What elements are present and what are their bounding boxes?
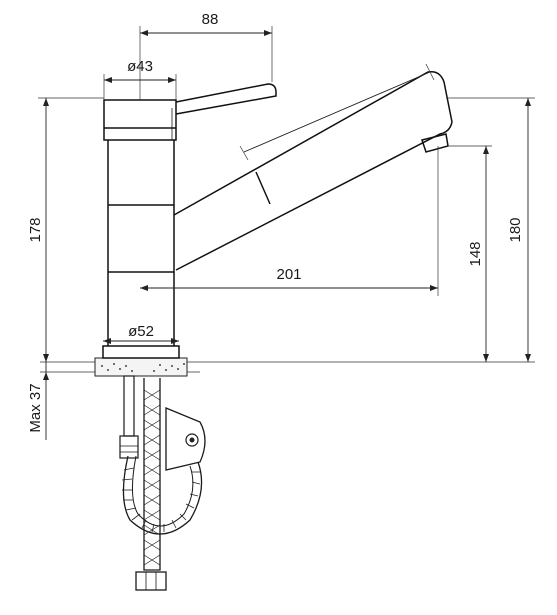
dim-label-180: 180 <box>507 217 524 242</box>
dim-label-d52: ø52 <box>128 323 154 340</box>
dim-label-201: 201 <box>276 266 301 283</box>
dim-label-max37: Max 37 <box>27 383 44 432</box>
dim-label-d43: ø43 <box>127 58 153 75</box>
countertop <box>40 357 535 377</box>
dim-label-88: 88 <box>202 11 219 28</box>
dim-label-148: 148 <box>467 241 484 266</box>
mounting-bracket <box>165 407 206 471</box>
dim-base-diameter: ø52 <box>103 323 179 344</box>
dim-overall-height: 180 <box>446 97 535 362</box>
coiled-hose <box>122 455 203 535</box>
braided-hose-straight <box>143 378 161 571</box>
dim-lever-diameter: ø43 <box>103 58 177 100</box>
deck-texture <box>101 363 185 372</box>
lever-handle <box>175 83 277 115</box>
dim-spout-offset: 88 <box>139 11 273 100</box>
deck-plate <box>94 357 188 377</box>
coil-ridges <box>121 467 201 533</box>
spout <box>173 70 453 271</box>
dim-deck-thickness: Max 37 <box>27 362 49 440</box>
dim-total-height: 178 <box>27 97 104 362</box>
aerator <box>421 133 449 153</box>
base-ring <box>102 345 180 359</box>
hose-nut <box>135 571 167 591</box>
dim-spout-slant <box>239 63 435 161</box>
faucet-body <box>102 70 453 359</box>
dim-outlet-height: 148 <box>448 145 492 362</box>
lever-housing <box>103 99 177 141</box>
supply-hoses <box>119 375 206 591</box>
dim-spout-reach: 201 <box>140 146 439 296</box>
dim-label-178: 178 <box>27 217 44 242</box>
